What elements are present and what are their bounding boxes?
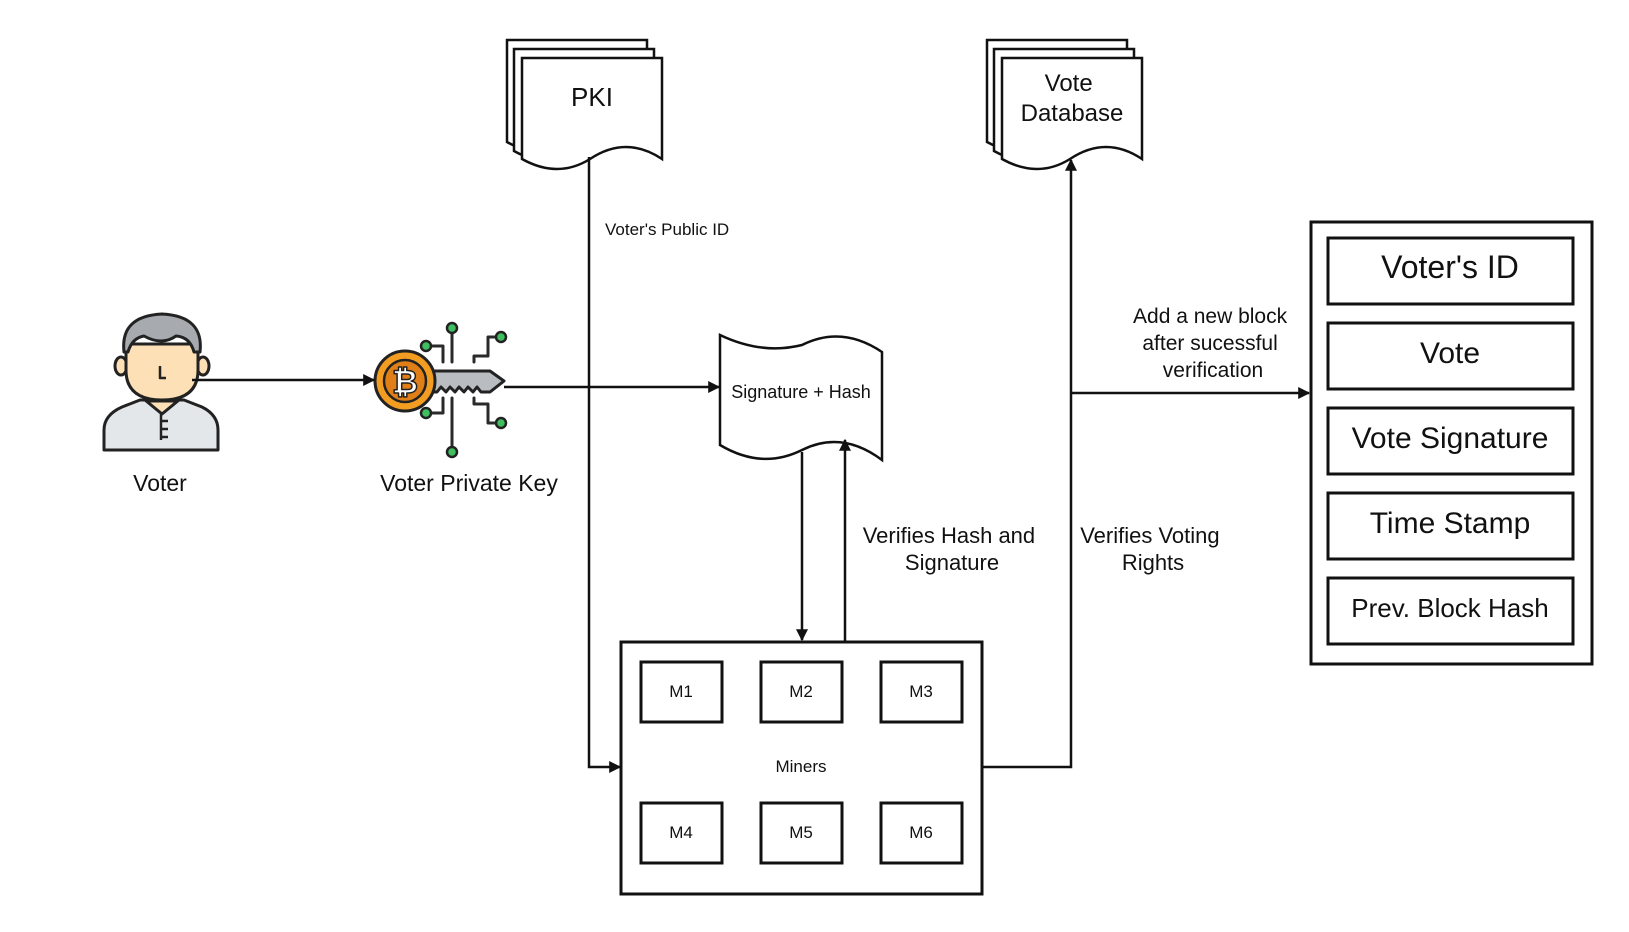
block-field-box	[1326, 406, 1575, 476]
miner-node-box	[759, 801, 844, 865]
miner-node-box	[879, 660, 964, 724]
voter-label: Voter	[133, 470, 187, 496]
block-field-box	[1326, 321, 1575, 391]
pki-public-id-arrow	[587, 157, 622, 773]
add-block-label: Add a new block after sucessful verifica…	[1133, 305, 1293, 382]
miner-node-label: M3	[909, 682, 933, 701]
verifies-voting-line-1: Verifies Voting	[1080, 523, 1219, 548]
miner-node-label: M4	[669, 823, 693, 842]
vote-database-label-line-1: Vote	[1045, 70, 1093, 97]
miners-label: Miners	[775, 757, 826, 776]
pki-label: PKI	[571, 82, 613, 112]
vote-database-document	[985, 38, 1144, 171]
block-field-box	[1326, 491, 1575, 561]
verifies-hash-line-1: Verifies Hash and	[863, 523, 1035, 548]
block-field-label: Voter's ID	[1381, 249, 1519, 285]
voter-icon	[102, 312, 220, 452]
block-field-box	[1326, 576, 1575, 646]
public-id-label: Voter's Public ID	[605, 220, 729, 239]
signature-hash-document	[718, 333, 884, 463]
miner-node-box	[639, 660, 724, 724]
miner-node-label: M1	[669, 682, 693, 701]
miner-node-label: M5	[789, 823, 813, 842]
miner-node-label: M2	[789, 682, 813, 701]
vote-database-label: Vote Database	[1021, 70, 1124, 127]
miner-node-box	[759, 660, 844, 724]
voter-hair	[122, 312, 202, 354]
block-field-label: Vote Signature	[1352, 422, 1549, 455]
circuit-nodes	[419, 321, 508, 459]
key-shaft	[426, 369, 506, 394]
add-block-line-3: verification	[1163, 359, 1263, 382]
vote-database-label-line-2: Database	[1021, 100, 1124, 127]
private-key-label: Voter Private Key	[380, 470, 558, 496]
miner-node-label: M6	[909, 823, 933, 842]
block-field-label: Time Stamp	[1370, 507, 1531, 540]
block-field-box	[1326, 236, 1575, 306]
voter-face	[124, 342, 200, 402]
block-field-label: Vote	[1420, 337, 1480, 370]
block-field-label: Prev. Block Hash	[1351, 593, 1548, 623]
add-block-line-2: after sucessful	[1142, 332, 1277, 355]
block-fields: Voter's ID Vote Vote Signature Time Stam…	[1326, 236, 1575, 646]
add-block-line-1: Add a new block	[1133, 305, 1288, 328]
miners-to-database-arrow	[983, 158, 1077, 769]
verifies-hash-line-2: Signature	[905, 550, 999, 575]
verifies-voting-label: Verifies Voting Rights	[1080, 523, 1226, 575]
bitcoin-glyph: ₿	[392, 363, 418, 401]
verifies-voting-line-2: Rights	[1122, 550, 1184, 575]
bitcoin-digital-key-icon: ₿	[373, 321, 508, 459]
miner-node-box	[879, 801, 964, 865]
miner-node-box	[639, 801, 724, 865]
miner-grid: M1 M2 M3 M4 M5 M6	[639, 660, 964, 865]
signature-hash-label: Signature + Hash	[731, 382, 871, 402]
pki-document	[505, 38, 664, 171]
verifies-hash-label: Verifies Hash and Signature	[863, 523, 1042, 575]
